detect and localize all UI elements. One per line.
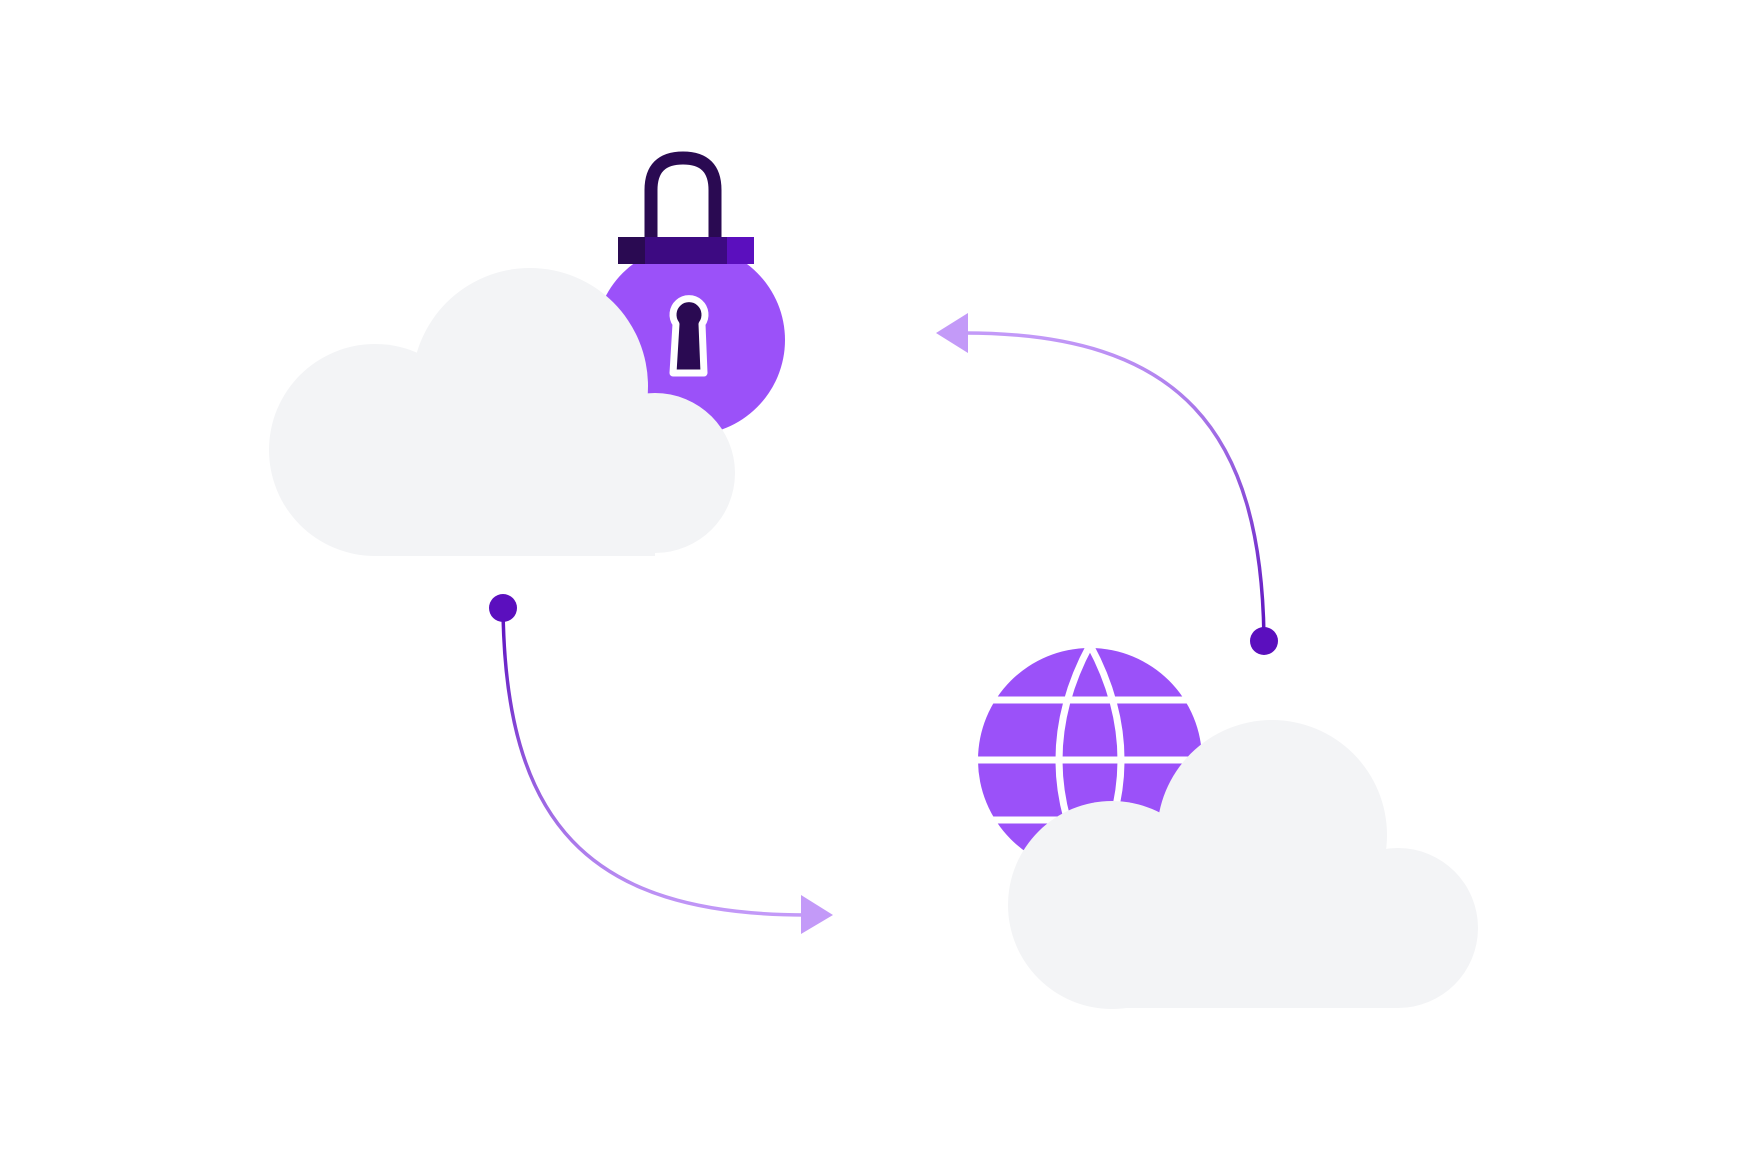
padlock-shackle: [644, 151, 722, 240]
connector-private-to-public: [489, 594, 833, 934]
padlock-band-left: [618, 237, 645, 264]
connector-start-dot-b: [1250, 627, 1278, 655]
connector-curve-b: [964, 331, 1266, 641]
connector-curve-a: [501, 607, 807, 917]
keyhole-icon: [669, 295, 709, 377]
connector-public-to-private: [936, 313, 1278, 655]
public-cloud-shape: [1008, 720, 1478, 1009]
padlock-band-middle: [645, 237, 727, 264]
arrow-head-right-icon: [801, 895, 833, 934]
private-cloud-shape: [269, 268, 735, 556]
padlock-band-right: [727, 237, 754, 264]
arrow-head-left-icon: [936, 313, 968, 353]
connector-start-dot-a: [489, 594, 517, 622]
